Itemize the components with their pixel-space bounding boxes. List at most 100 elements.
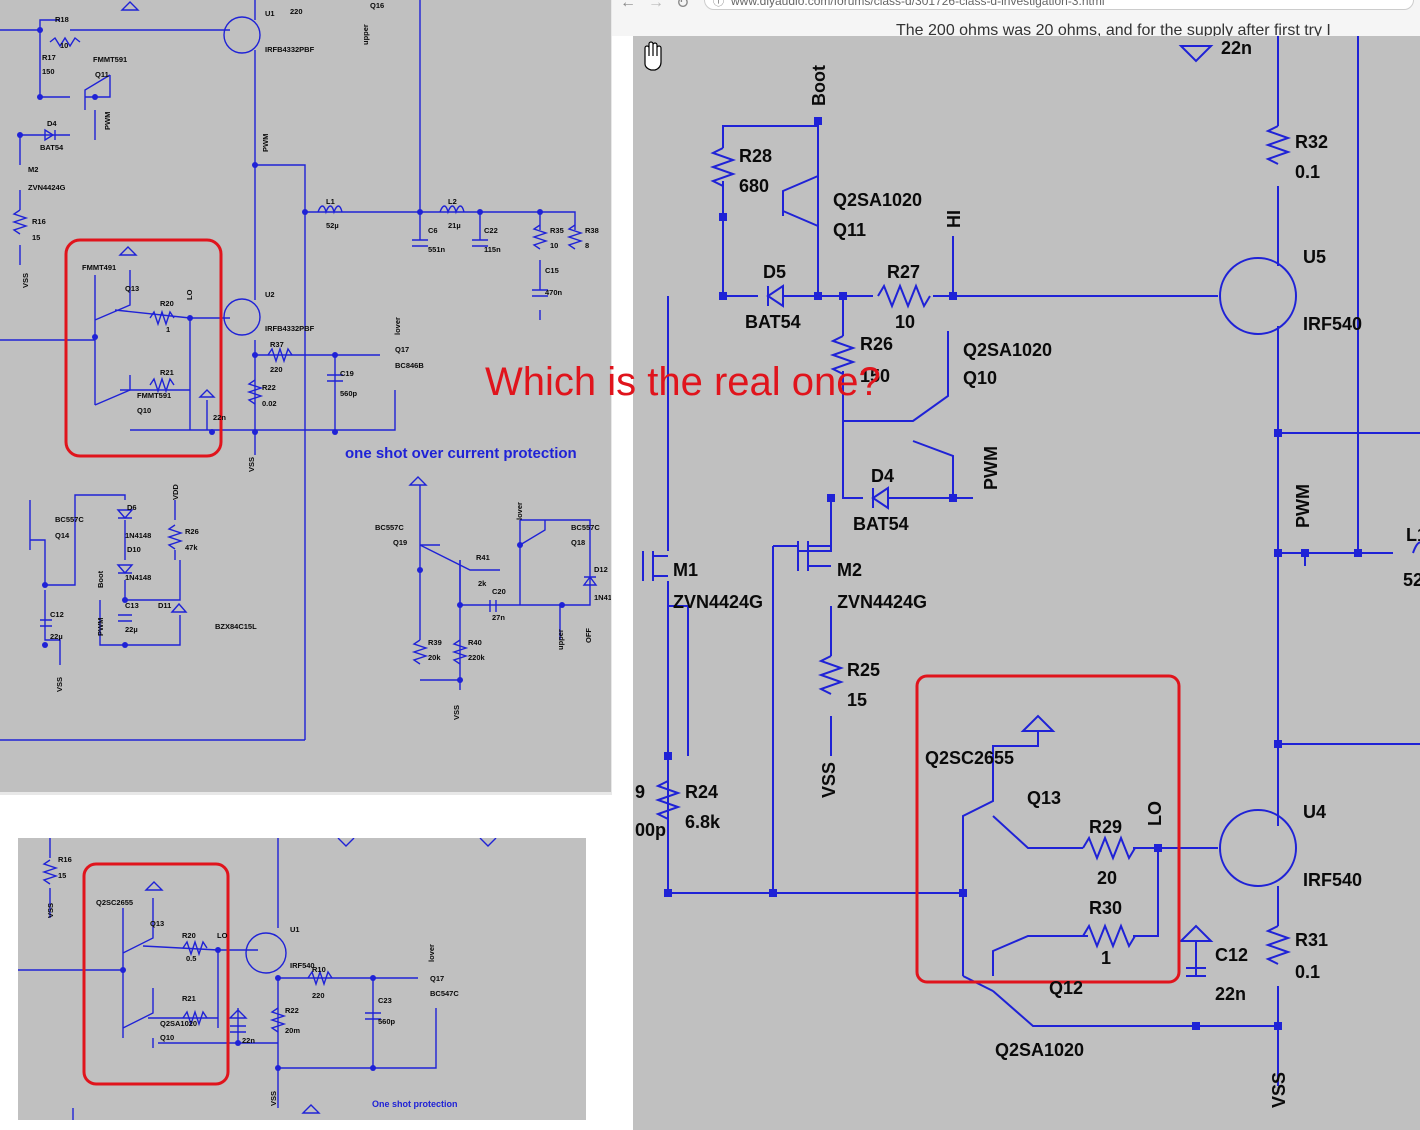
label-r-hi: HI — [944, 210, 964, 228]
label-r-r24-value: 6.8k — [685, 812, 721, 832]
label-r21: R21 — [160, 368, 174, 377]
diode-symbols — [116, 509, 188, 613]
label-r-bat54-b: BAT54 — [853, 514, 909, 534]
label-c20-value: 27n — [492, 613, 505, 622]
label-off: OFF — [584, 628, 593, 643]
label-c19-value: 560p — [340, 389, 358, 398]
label-r-q2sa1020-c: Q2SA1020 — [995, 1040, 1084, 1060]
label-irfb-a: IRFB4332PBF — [265, 45, 315, 54]
label-b-q17: Q17 — [430, 974, 444, 983]
label-q10: Q10 — [137, 406, 151, 415]
resistor-r39-symbol — [411, 639, 429, 665]
label-b-r10: R10 — [312, 965, 326, 974]
label-upper-a: upper — [361, 24, 370, 45]
label-c19: C19 — [340, 369, 354, 378]
label-u1: U1 — [265, 9, 275, 18]
label-vss-d: VSS — [452, 705, 461, 720]
label-r-irf540-a: IRF540 — [1303, 314, 1362, 334]
label-r-r30-value: 1 — [1101, 948, 1111, 968]
mosfet-u4-symbol — [1219, 809, 1297, 887]
label-vss-b: VSS — [247, 457, 256, 472]
label-r17-value: 150 — [42, 67, 55, 76]
label-pwm-c: PWM — [96, 618, 105, 636]
label-r35-value: 10 — [550, 241, 558, 250]
label-q17-a: Q17 — [395, 345, 409, 354]
label-r-r31: R31 — [1295, 930, 1328, 950]
label-b-bc547c: BC547C — [430, 989, 459, 998]
mosfet-u1-b-symbol — [245, 932, 287, 974]
highlight-box-top-left — [64, 238, 223, 458]
label-r-q2sc2655: Q2SC2655 — [925, 748, 1014, 768]
label-r-r27: R27 — [887, 262, 920, 282]
label-r-l1: L1 — [1406, 525, 1420, 545]
label-c6: C6 — [428, 226, 438, 235]
label-r-d4: D4 — [871, 466, 894, 486]
label-q16: Q16 — [370, 1, 384, 10]
mosfet-u1-symbol — [223, 16, 261, 54]
junctions-top-left — [17, 27, 565, 683]
forward-arrow-icon[interactable]: → — [648, 0, 664, 11]
label-c15-value: 470n — [545, 288, 563, 297]
resistor-r35-symbol — [531, 224, 549, 250]
diode-d4-r-symbol — [871, 486, 889, 510]
page-text-snippet: The 200 ohms was 20 ohms, and for the su… — [896, 22, 1331, 39]
reload-icon[interactable]: ↻ — [676, 0, 690, 12]
label-r-r28: R28 — [739, 146, 772, 166]
url-field[interactable]: ⓘ www.diyaudio.com/forums/class-d/301726… — [704, 0, 1414, 10]
label-r20: R20 — [160, 299, 174, 308]
label-b-r16-value: 15 — [58, 871, 66, 880]
resistor-r18-symbol — [49, 36, 81, 48]
label-r26-value: 47k — [185, 543, 198, 552]
label-r-vss-b: VSS — [1269, 1072, 1289, 1108]
label-c6-value: 551n — [428, 245, 446, 254]
label-r-c12: C12 — [1215, 945, 1248, 965]
caption-one-shot-protection: One shot protection — [372, 1099, 458, 1109]
diode-d12-symbol — [582, 575, 598, 586]
supply-arrow-symbols — [120, 1, 428, 486]
resistor-r38-symbol — [566, 224, 584, 250]
label-r18-value: 10 — [60, 41, 68, 50]
label-b-r22: R22 — [285, 1006, 299, 1015]
resistor-r21-b-symbol — [182, 1009, 208, 1027]
diode-d5-symbol — [766, 284, 784, 308]
resistor-r31-symbol — [1264, 925, 1292, 965]
label-r20-value: 1 — [166, 325, 170, 334]
label-d10: D10 — [127, 545, 141, 554]
resistor-r25-symbol — [817, 655, 845, 695]
label-r37: R37 — [270, 340, 284, 349]
label-b-u1: U1 — [290, 925, 300, 934]
label-r-pwm-b: PWM — [1293, 484, 1313, 528]
label-c22: C22 — [484, 226, 498, 235]
label-d11: D11 — [158, 601, 171, 610]
capacitor-symbols — [412, 239, 548, 297]
labels-right: 22n Boot R28 680 Q2SA1020 Q11 HI D5 BAT5… — [635, 38, 1420, 1108]
label-r-r29-value: 20 — [1097, 868, 1117, 888]
label-b-q2sa1020: Q2SA1020 — [160, 1019, 197, 1028]
label-q11: Q11 — [95, 70, 109, 79]
label-r22: R22 — [262, 383, 276, 392]
schematic-bottom-left: R16 15 VSS Q2SC2655 Q13 R20 0.5 LO U1 IR… — [18, 838, 586, 1120]
capacitor-b-symbols — [230, 1012, 381, 1033]
label-r-lo: LO — [1145, 801, 1165, 826]
label-r-l1-value: 52 — [1403, 570, 1420, 590]
label-r-r26: R26 — [860, 334, 893, 354]
label-c15: C15 — [545, 266, 559, 275]
resistor-r22-b-symbol — [269, 1007, 287, 1033]
schematic-top-left: R18 10 R17 150 FMMT591 Q11 PWM D4 BAT54 … — [0, 0, 612, 795]
back-arrow-icon[interactable]: ← — [620, 0, 636, 11]
label-b-r16: R16 — [58, 855, 72, 864]
label-r-boot: Boot — [809, 65, 829, 106]
label-c13: C13 — [125, 601, 139, 610]
label-r22-value: 0.02 — [262, 399, 277, 408]
supply-arrow-b-symbols — [144, 881, 321, 1114]
label-c9-value: 22n — [213, 413, 226, 422]
capacitor-c12-symbol — [1178, 924, 1214, 977]
label-b-r21: R21 — [182, 994, 196, 1003]
question-annotation: Which is the real one? — [485, 360, 881, 404]
label-r220: 220 — [290, 7, 303, 16]
label-l1-value: 52µ — [326, 221, 339, 230]
label-vdd: VDD — [171, 484, 180, 500]
label-r-q11: Q11 — [833, 220, 866, 240]
label-q14: Q14 — [55, 531, 70, 540]
resistor-r16-b-symbol — [41, 859, 59, 885]
